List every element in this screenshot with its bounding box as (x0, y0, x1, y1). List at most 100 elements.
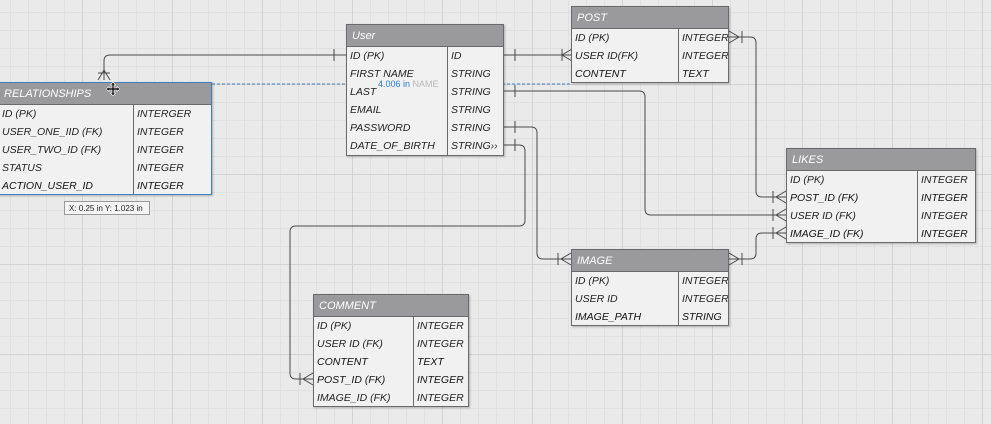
field-type: TEXT (682, 68, 709, 80)
table-row[interactable]: FIRST NAME STRING (347, 65, 503, 83)
measurement-ghost-text: NAME (412, 79, 439, 89)
field-name: ID (PK) (572, 29, 679, 47)
field-type: INTEGER (921, 174, 968, 186)
table-comment-title: COMMENT (314, 295, 468, 317)
table-row[interactable]: ID (PK) INTERGER (0, 105, 211, 123)
crowfoot-comment (299, 372, 314, 386)
table-row[interactable]: EMAIL STRING (347, 101, 503, 119)
field-type: INTEGER (417, 392, 464, 404)
table-post[interactable]: POST ID (PK) INTEGER USER ID(FK) INTEGER… (571, 6, 729, 83)
table-row[interactable]: STATUS INTEGER (0, 159, 211, 177)
field-type: INTEGER (137, 162, 184, 174)
crowfoot-likes-imageid (772, 226, 787, 240)
table-row[interactable]: LAST STRING (347, 83, 503, 101)
table-row[interactable]: ID (PK) INTEGER (787, 171, 975, 189)
crowfoot-relationships (97, 69, 111, 81)
crowfoot-image-id (728, 252, 743, 266)
field-name: USER ID (572, 290, 679, 308)
table-row[interactable]: USER ID INTEGER (572, 290, 728, 308)
field-name: USER_TWO_ID (FK) (0, 141, 134, 159)
table-row[interactable]: IMAGE_PATH STRING (572, 308, 728, 326)
field-name: USER_ONE_IID (FK) (0, 123, 134, 141)
field-type: INTEGER (921, 192, 968, 204)
field-name: USER ID (FK) (787, 207, 918, 225)
table-row[interactable]: IMAGE_ID (FK) INTEGER (314, 389, 468, 407)
field-type: INTEGER (417, 338, 464, 350)
crowfoot-likes-postid (772, 190, 787, 204)
field-name: CONTENT (572, 65, 679, 83)
table-row[interactable]: DATE_OF_BIRTH STRING›› (347, 137, 503, 155)
field-type: STRING›› (451, 140, 498, 152)
table-row[interactable]: IMAGE_ID (FK) INTEGER (787, 225, 975, 243)
table-user-title: User (347, 25, 503, 47)
crowfoot-likes-userid (772, 208, 787, 222)
table-row[interactable]: PASSWORD STRING (347, 119, 503, 137)
table-row[interactable]: USER ID (FK) INTEGER (314, 335, 468, 353)
table-likes-title: LIKES (787, 149, 975, 171)
table-likes[interactable]: LIKES ID (PK) INTEGER POST_ID (FK) INTEG… (786, 148, 976, 243)
field-type: STRING (451, 104, 491, 116)
field-type: TEXT (417, 356, 444, 368)
table-user[interactable]: User ID (PK) ID FIRST NAME STRING LAST S… (346, 24, 504, 156)
field-name: ACTION_USER_ID (0, 177, 134, 195)
field-type: STRING (451, 122, 491, 134)
table-row[interactable]: USER_ONE_IID (FK) INTEGER (0, 123, 211, 141)
field-name: STATUS (0, 159, 134, 177)
field-name: USER ID (FK) (314, 335, 414, 353)
field-name: IMAGE_ID (FK) (314, 389, 414, 407)
field-type: STRING (682, 311, 722, 323)
crowfoot-post-id (728, 30, 743, 44)
field-type: INTEGER (682, 293, 728, 305)
measurement-label: 4.006 in NAME (378, 79, 439, 89)
table-row[interactable]: USER ID(FK) INTEGER (572, 47, 728, 65)
connector-user-relationships (103, 54, 346, 80)
field-type: INTEGER (417, 320, 464, 332)
table-relationships[interactable]: RELATIONSHIPS ID (PK) INTERGER USER_ONE_… (0, 82, 212, 195)
table-row[interactable]: ID (PK) ID (347, 47, 503, 65)
field-name: IMAGE_PATH (572, 308, 679, 326)
field-name: LAST (347, 83, 448, 101)
connector-post-likes (729, 36, 786, 198)
table-row[interactable]: POST_ID (FK) INTEGER (314, 371, 468, 389)
table-row[interactable]: USER ID (FK) INTEGER (787, 207, 975, 225)
table-relationships-title: RELATIONSHIPS (0, 83, 211, 105)
field-type: INTERGER (137, 108, 192, 120)
connector-image-likes (729, 232, 786, 260)
table-row[interactable]: CONTENT TEXT (572, 65, 728, 83)
connector-user-likes (504, 90, 786, 216)
table-image[interactable]: IMAGE ID (PK) INTEGER USER ID INTEGER IM… (571, 249, 729, 326)
field-name: USER ID(FK) (572, 47, 679, 65)
field-name: ID (PK) (572, 272, 679, 290)
field-type: STRING (451, 68, 491, 80)
crowfoot-image (557, 252, 572, 266)
field-type: INTEGER (417, 374, 464, 386)
table-row[interactable]: ACTION_USER_ID INTEGER (0, 177, 211, 195)
field-type: ID (451, 50, 462, 62)
field-name: ID (PK) (314, 317, 414, 335)
field-type: INTEGER (682, 50, 728, 62)
coordinate-tooltip: X: 0.25 in Y: 1.023 in (64, 201, 150, 215)
field-name: DATE_OF_BIRTH (347, 137, 448, 155)
field-type: INTEGER (921, 228, 968, 240)
table-row[interactable]: POST_ID (FK) INTEGER (787, 189, 975, 207)
field-type: INTEGER (137, 126, 184, 138)
field-name: POST_ID (FK) (787, 189, 918, 207)
table-row[interactable]: ID (PK) INTEGER (314, 317, 468, 335)
field-type: INTEGER (137, 144, 184, 156)
table-post-title: POST (572, 7, 728, 29)
field-name: EMAIL (347, 101, 448, 119)
table-row[interactable]: ID (PK) INTEGER (572, 272, 728, 290)
connector-user-image (504, 126, 571, 260)
field-name: ID (PK) (347, 47, 448, 65)
table-row[interactable]: USER_TWO_ID (FK) INTEGER (0, 141, 211, 159)
table-comment[interactable]: COMMENT ID (PK) INTEGER USER ID (FK) INT… (313, 294, 469, 407)
field-name: FIRST NAME (347, 65, 448, 83)
move-cursor-icon (106, 82, 120, 96)
measurement-length: 4.006 in (378, 79, 411, 89)
field-name: PASSWORD (347, 119, 448, 137)
field-type: INTEGER (921, 210, 968, 222)
table-row[interactable]: ID (PK) INTEGER (572, 29, 728, 47)
table-row[interactable]: CONTENT TEXT (314, 353, 468, 371)
connector-user-comment (289, 144, 526, 380)
field-name: CONTENT (314, 353, 414, 371)
